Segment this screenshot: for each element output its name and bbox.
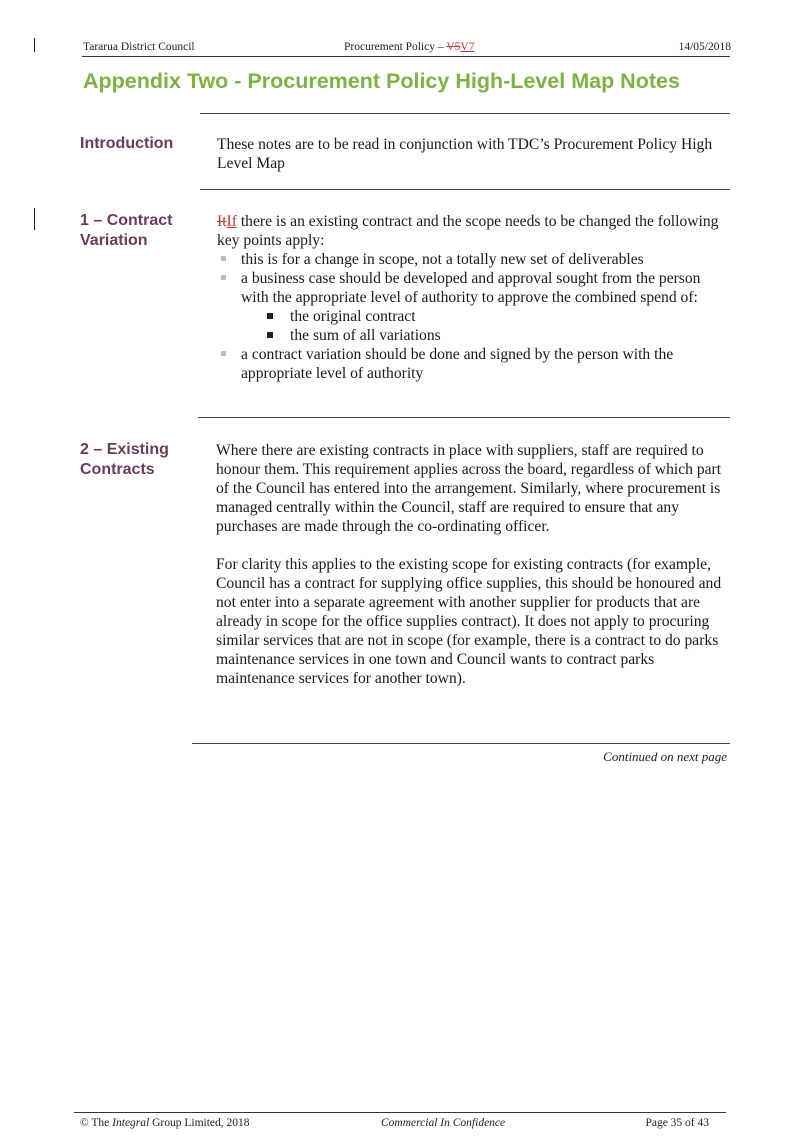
contract-variation-lead: ItIf there is an existing contract and t… — [217, 212, 732, 250]
bullet-business-case: a business case should be developed and … — [217, 269, 732, 345]
section-rule-existing-contracts — [192, 743, 730, 744]
business-case-sub-bullets: the original contract the sum of all var… — [217, 307, 732, 345]
footer-confidence-text: Commercial In Confidence — [381, 1117, 506, 1129]
section-label-contract-variation-line2: Variation — [80, 232, 148, 249]
existing-contracts-paragraph-1: Where there are existing contracts in pl… — [216, 442, 722, 535]
lead-deleted-text: It — [217, 213, 227, 230]
header-version-inserted: V7 — [460, 41, 475, 53]
header-rule — [82, 56, 730, 57]
continued-on-next-page: Continued on next page — [603, 749, 727, 764]
footer-copyright-suffix: Group Limited, 2018 — [149, 1117, 250, 1129]
footer-copyright-italic: Integral — [112, 1117, 150, 1129]
footer-copyright: © The Integral Group Limited, 2018 — [80, 1117, 250, 1129]
header-doc-title: Procurement Policy – V5V7 — [344, 41, 474, 53]
footer-page-number: Page 35 of 43 — [645, 1117, 709, 1129]
bullet-business-case-text: a business case should be developed and … — [241, 270, 701, 306]
existing-contracts-body: Where there are existing contracts in pl… — [216, 441, 726, 688]
footer-confidence: Commercial In Confidence — [381, 1117, 505, 1129]
section-label-contract-variation-line1: 1 – Contract — [80, 212, 173, 229]
lead-rest-text: there is an existing contract and the sc… — [217, 213, 719, 249]
page-title: Appendix Two - Procurement Policy High-L… — [83, 69, 680, 93]
section-label-existing-contracts: 2 – Existing Contracts — [80, 440, 200, 480]
sub-bullet-sum-of-variations: the sum of all variations — [265, 326, 732, 345]
introduction-text: These notes are to be read in conjunctio… — [217, 135, 722, 173]
change-bar-variation — [34, 208, 35, 230]
bullet-change-in-scope: this is for a change in scope, not a tot… — [217, 250, 732, 269]
change-bar-header — [34, 38, 35, 52]
section-label-introduction: Introduction — [80, 135, 174, 152]
bullet-contract-variation-signed: a contract variation should be done and … — [217, 345, 732, 383]
lead-inserted-text: If — [226, 213, 237, 230]
title-rule — [200, 113, 730, 114]
footer-rule — [74, 1112, 726, 1113]
section-label-existing-contracts-line1: 2 – Existing — [80, 441, 169, 458]
header-org: Tararua District Council — [83, 41, 195, 53]
contract-variation-body: ItIf there is an existing contract and t… — [217, 212, 732, 383]
header-version-deleted: V5 — [446, 41, 461, 53]
section-rule-contract-variation — [198, 417, 730, 418]
sub-bullet-original-contract: the original contract — [265, 307, 732, 326]
footer-copyright-prefix: © The — [80, 1117, 113, 1129]
section-label-contract-variation: 1 – Contract Variation — [80, 211, 200, 251]
header-doc-prefix: Procurement Policy – — [344, 41, 447, 53]
section-label-existing-contracts-line2: Contracts — [80, 461, 155, 478]
section-rule-introduction — [200, 189, 730, 190]
footer-page-text: Page 35 of 43 — [645, 1117, 709, 1129]
header-date: 14/05/2018 — [678, 41, 731, 53]
existing-contracts-paragraph-2: For clarity this applies to the existing… — [216, 556, 722, 687]
contract-variation-bullets: this is for a change in scope, not a tot… — [217, 250, 732, 383]
introduction-paragraph: These notes are to be read in conjunctio… — [217, 136, 713, 172]
